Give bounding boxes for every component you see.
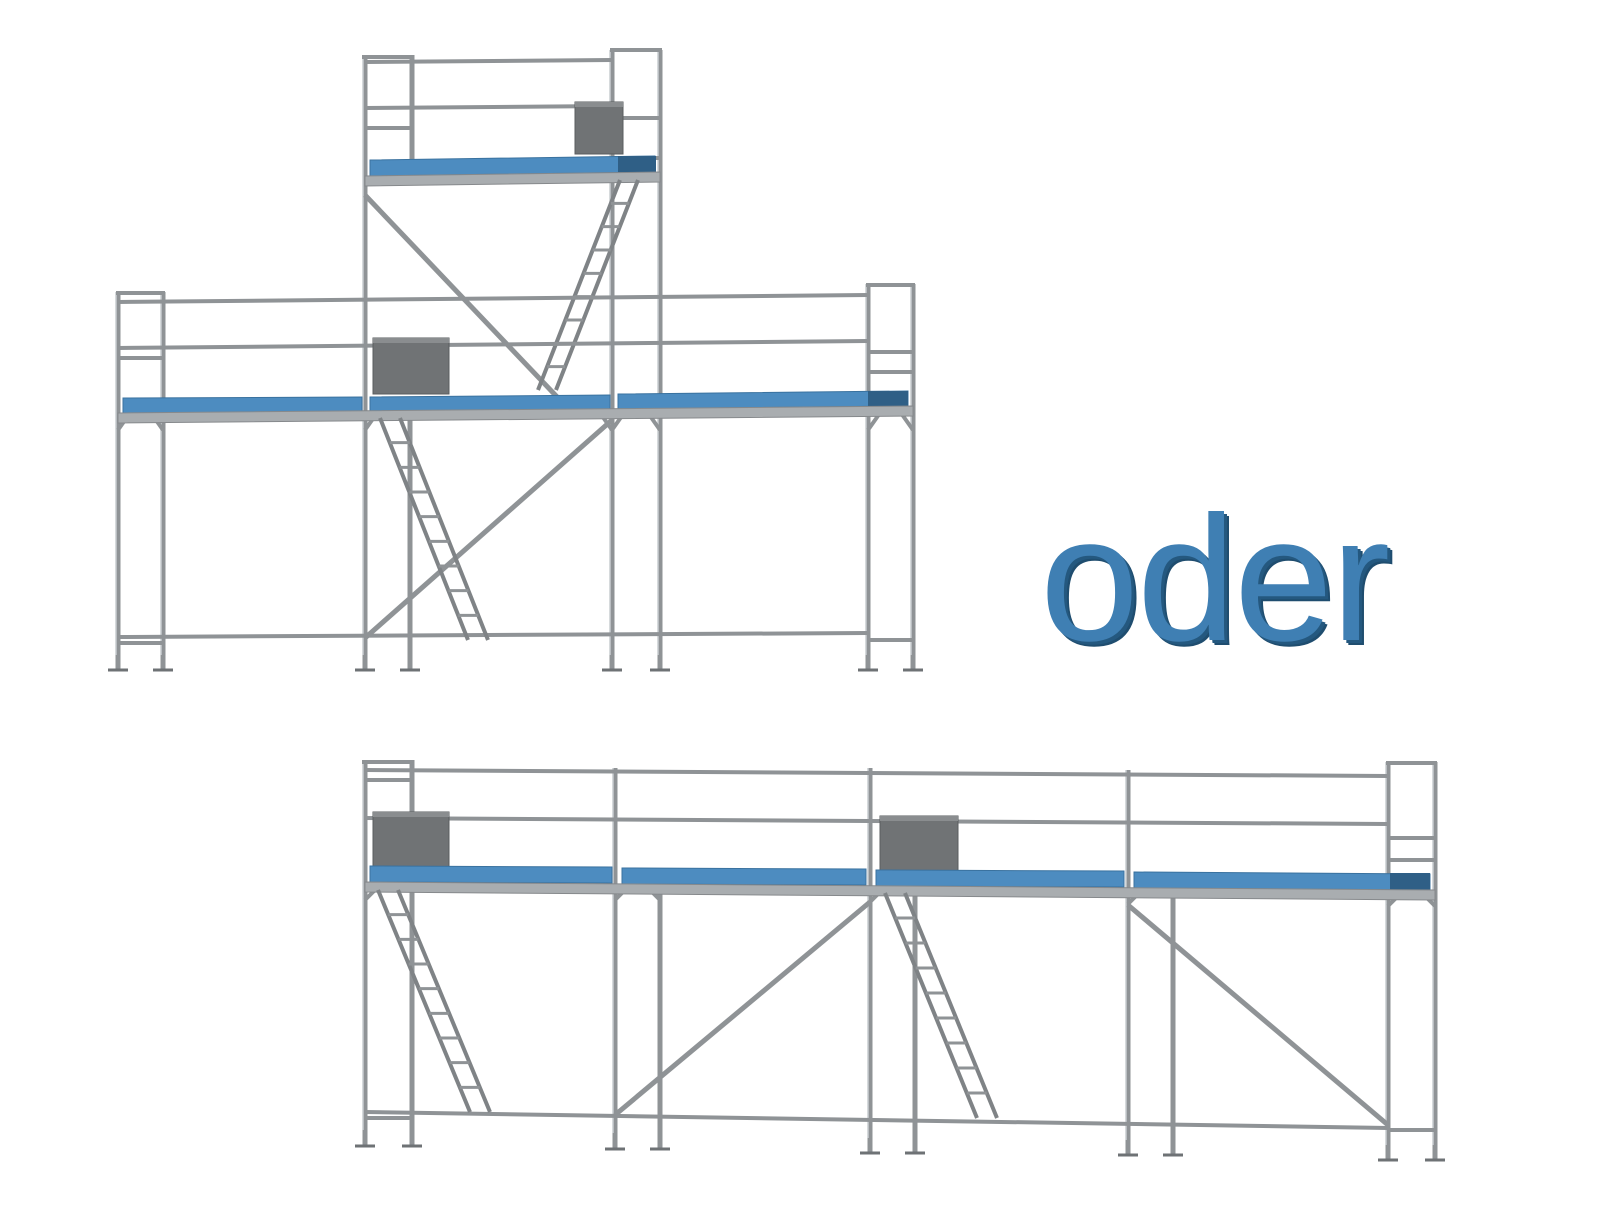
ladder-stile <box>378 417 470 641</box>
scaffold-variant-long <box>355 760 1445 1162</box>
caption-oder: oder <box>1040 479 1390 678</box>
base-plates-long <box>355 1130 1445 1162</box>
upper-deck <box>364 101 661 187</box>
lower-deck <box>117 337 914 424</box>
ladder-stile <box>903 892 999 1119</box>
ladder-stile <box>376 889 472 1113</box>
ladder-stile <box>398 417 490 641</box>
ladder-stile <box>554 179 640 391</box>
scaffold-variant-stepped <box>108 48 923 672</box>
ladder-long-left <box>376 889 492 1113</box>
ladder-stile <box>883 892 979 1119</box>
ladder-lower <box>378 417 490 641</box>
ladder-upper <box>536 179 640 391</box>
ladder-stile <box>536 179 622 391</box>
long-deck <box>364 811 1436 901</box>
ladder-long-right <box>883 892 999 1119</box>
lower-level-frame <box>115 283 916 655</box>
ladder-stile <box>396 889 492 1113</box>
base-plates-upper <box>108 655 923 672</box>
